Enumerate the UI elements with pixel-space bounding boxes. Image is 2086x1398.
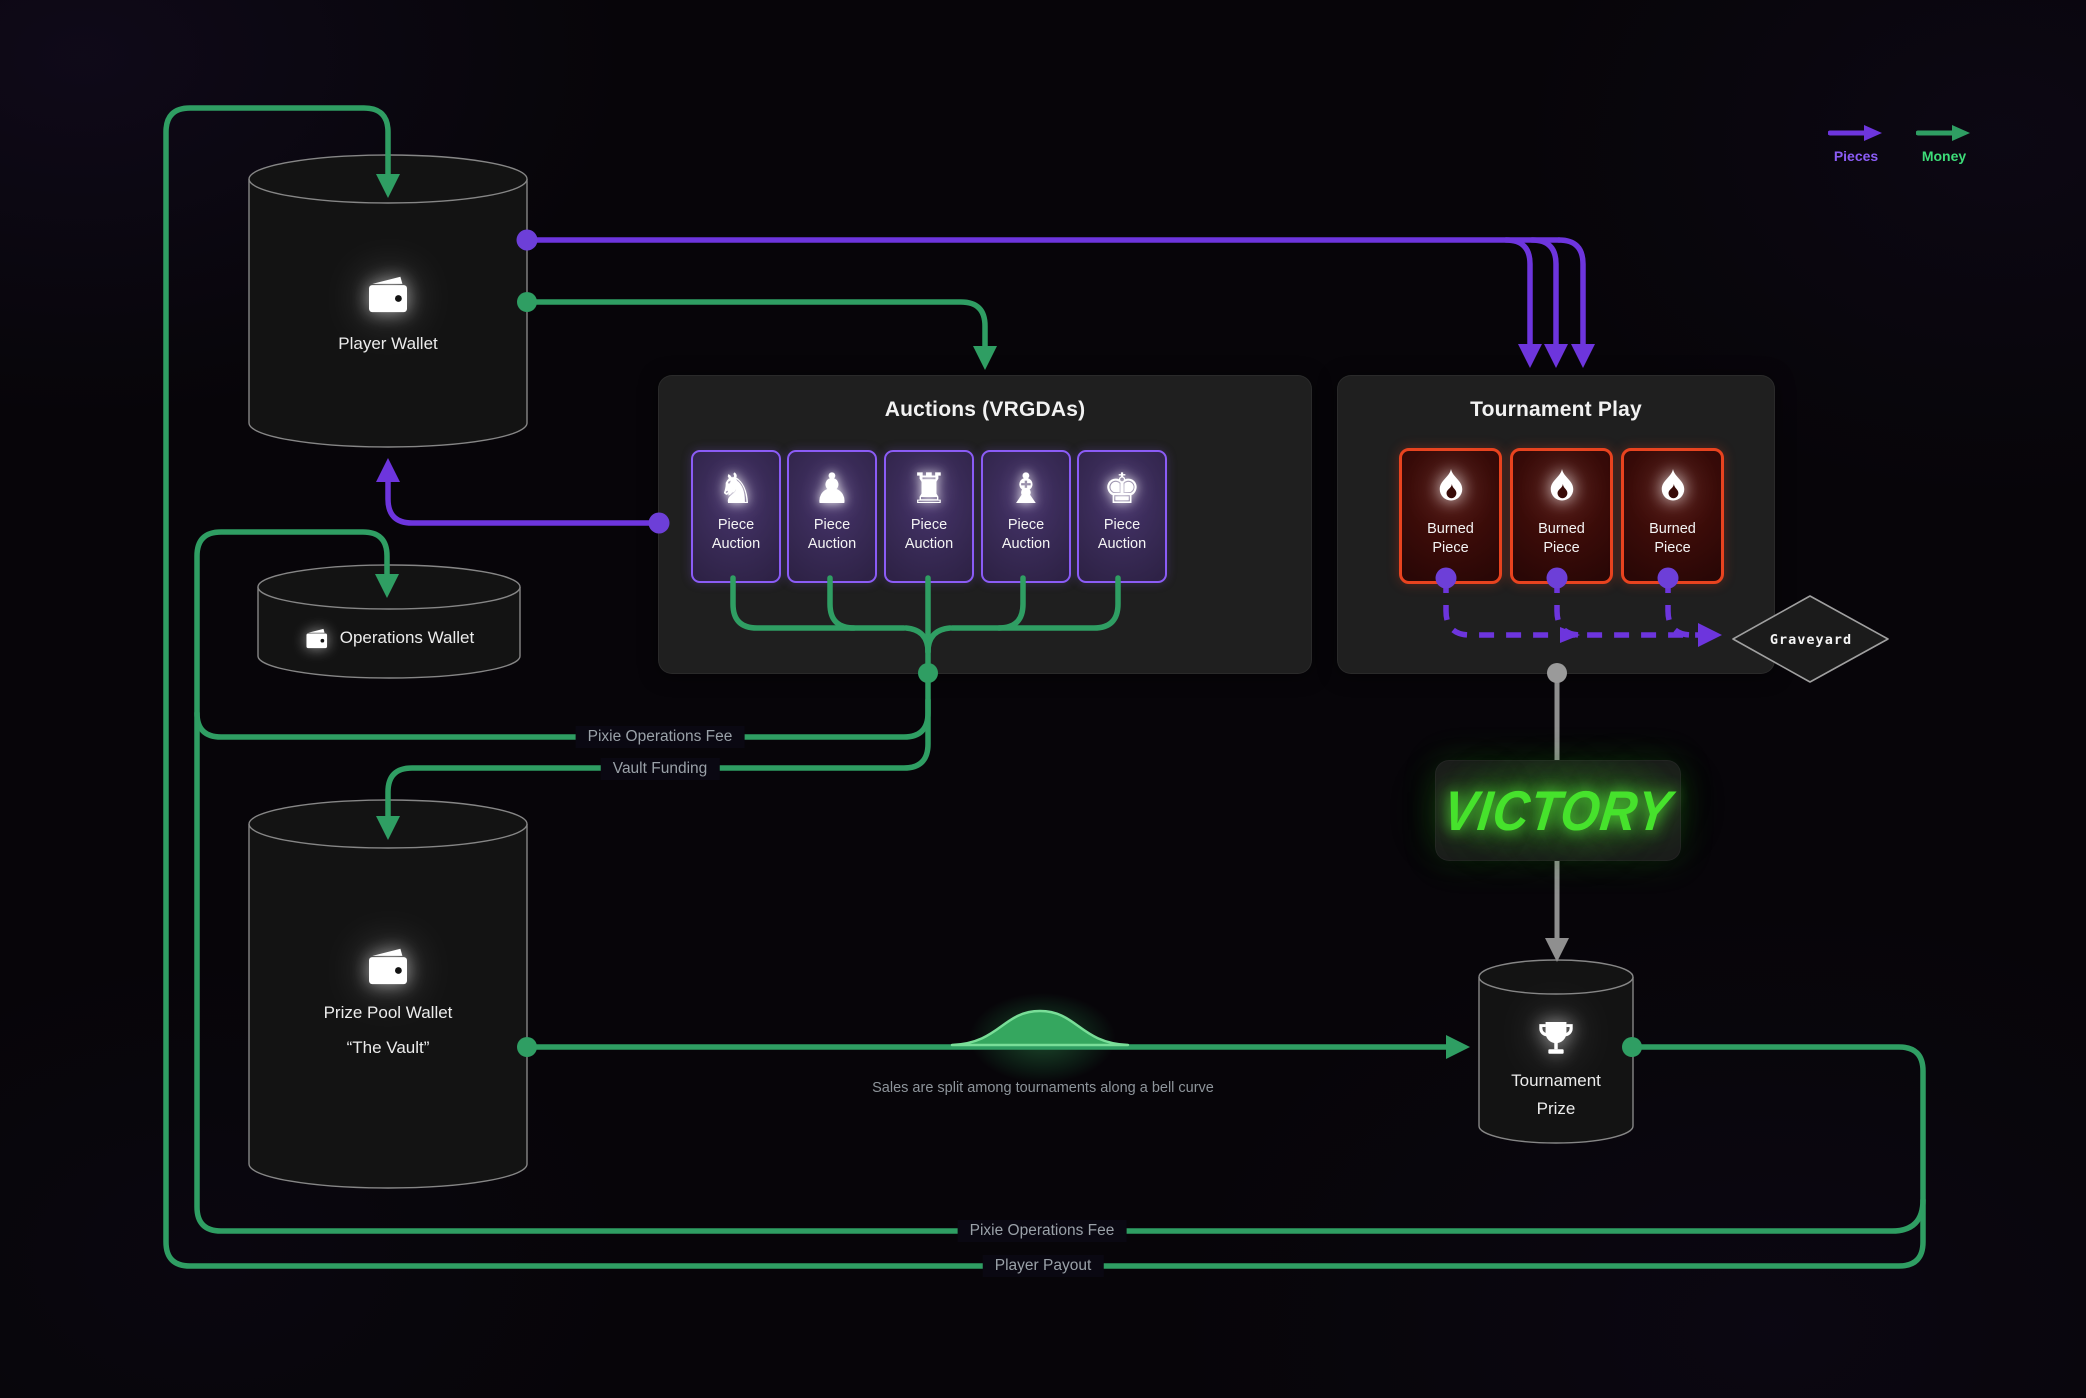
money-arrow-icon (1916, 125, 1970, 141)
pixie-operations-fee-label: Pixie Operations Fee (575, 726, 745, 748)
operations-wallet-label: Operations Wallet (339, 628, 475, 647)
prize-pool-wallet-label: Prize Pool Wallet (323, 1003, 453, 1022)
legend-money-label: Money (1921, 148, 1967, 164)
victory-label: VICTORY (1440, 779, 1676, 842)
legend-pieces-label: Pieces (1833, 148, 1879, 164)
wallet-icon (364, 272, 412, 321)
graveyard-label: Graveyard (1769, 632, 1853, 648)
pixie-operations-fee-label: Pixie Operations Fee (957, 1220, 1127, 1242)
player-wallet-label: Player Wallet (338, 334, 438, 353)
trophy-icon (1535, 1019, 1577, 1064)
victory-badge: VICTORY (1435, 760, 1681, 861)
legend-money: Money (1916, 124, 1972, 164)
tournament-prize-label: Tournament Prize (1511, 1070, 1601, 1118)
player-payout-label: Player Payout (982, 1255, 1104, 1277)
prize-pool-wallet-sublabel: “The Vault” (346, 1038, 430, 1057)
pieces-arrow-icon (1828, 125, 1882, 141)
legend-pieces: Pieces (1828, 124, 1884, 164)
operations-wallet-node: Operations Wallet (304, 626, 474, 650)
vault-funding-label: Vault Funding (600, 758, 720, 780)
wallet-icon (364, 944, 412, 993)
wallet-icon (304, 626, 330, 650)
bell-curve-caption: Sales are split among tournaments along … (872, 1080, 1214, 1096)
